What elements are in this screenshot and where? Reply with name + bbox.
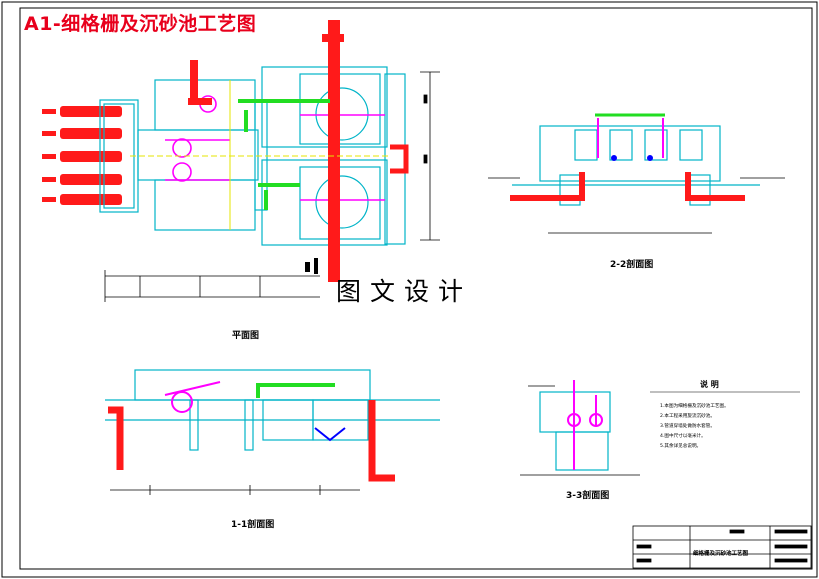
title-block xyxy=(632,525,812,569)
section-3-3 xyxy=(520,380,640,476)
drawing-title: A1-细格栅及沉砂池工艺图 xyxy=(24,13,257,35)
note-item: 2.本工程采用旋流沉砂池。 xyxy=(660,414,715,419)
inner-frame xyxy=(19,7,813,570)
caption-plan-view: 平面图 xyxy=(232,331,260,341)
caption-section-2-2: 2-2剖面图 xyxy=(610,260,654,270)
note-item: 4.图中尺寸以毫米计。 xyxy=(660,434,706,439)
note-item: 5.其余详见总说明。 xyxy=(660,444,702,449)
notes-title: 说 明 xyxy=(700,380,719,389)
inlet-pipes xyxy=(42,106,122,205)
title-block-drawing-name: 细格栅及沉砂池工艺图 xyxy=(693,551,749,557)
section-2-2 xyxy=(488,113,785,234)
watermark: 图文设计 xyxy=(336,277,473,306)
caption-section-1-1: 1-1剖面图 xyxy=(231,520,275,530)
note-item: 1.本图为细格栅及沉砂池工艺图。 xyxy=(660,404,729,409)
note-item: 3.管道穿墙处做防水套管。 xyxy=(660,424,715,429)
plan-view xyxy=(42,20,440,302)
section-1-1 xyxy=(105,369,440,495)
caption-section-3-3: 3-3剖面图 xyxy=(566,491,610,501)
